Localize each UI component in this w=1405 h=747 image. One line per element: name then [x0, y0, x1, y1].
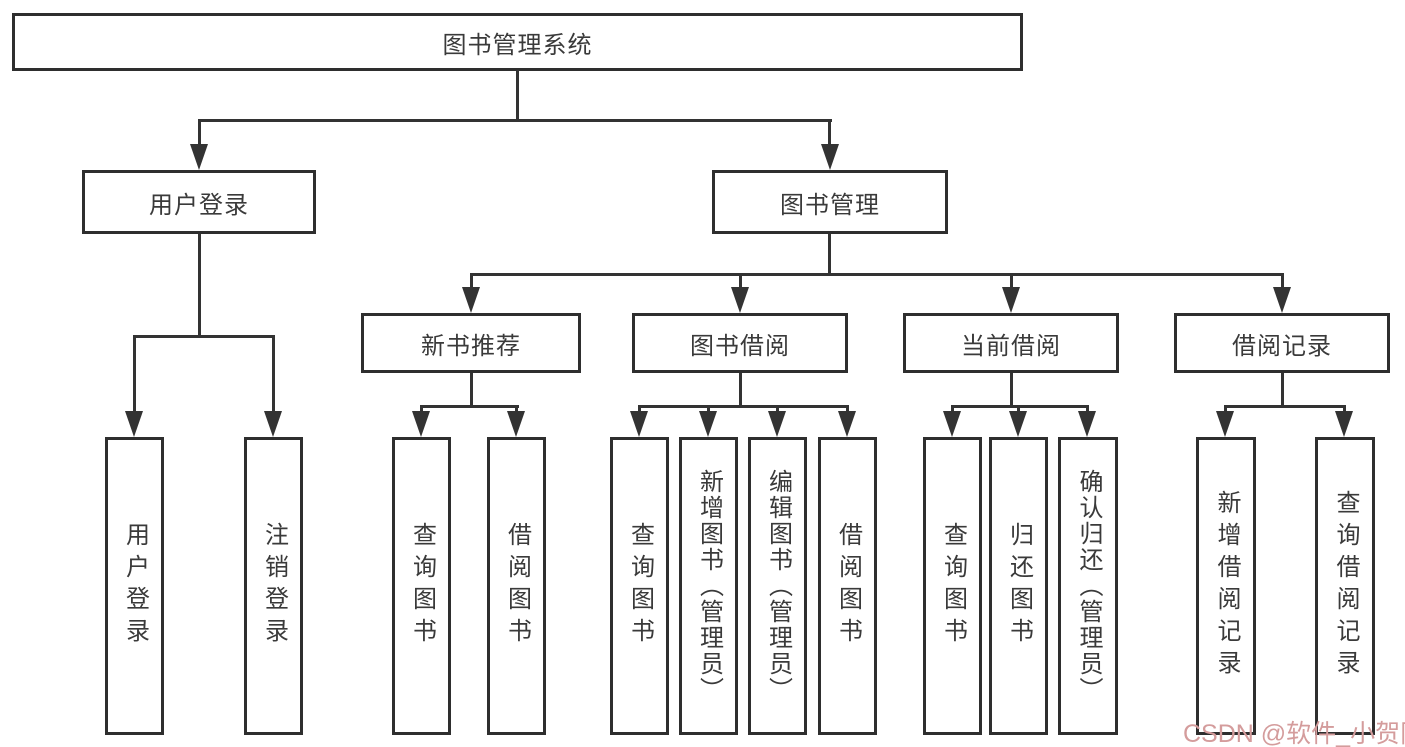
node-current-borrow-label: 当前借阅	[961, 332, 1061, 360]
connector-line	[420, 405, 519, 408]
node-borrow-record-label: 借阅记录	[1232, 332, 1332, 360]
arrow-down-icon	[264, 411, 282, 437]
arrow-down-icon	[1009, 411, 1027, 437]
connector-line	[1224, 405, 1345, 408]
arrow-down-icon	[1216, 411, 1234, 437]
node-root-label: 图书管理系统	[442, 31, 593, 59]
leaf-logout: 注销登录	[244, 437, 303, 735]
leaf-query-books-current-label: 查询图书	[939, 522, 967, 650]
leaf-add-borrow-record-label: 新增借阅记录	[1213, 490, 1240, 682]
node-root: 图书管理系统	[12, 13, 1023, 71]
arrow-down-icon	[1078, 411, 1096, 437]
connector-line	[1010, 373, 1013, 405]
leaf-edit-books-admin: 编辑图书（管理员）	[748, 437, 807, 735]
node-book-management-label: 图书管理	[780, 191, 880, 219]
leaf-query-books-borrow: 查询图书	[610, 437, 669, 735]
connector-line	[133, 335, 275, 338]
arrow-down-icon	[768, 411, 786, 437]
connector-line	[739, 273, 742, 291]
leaf-borrow-books-label: 借阅图书	[834, 522, 862, 650]
connector-line	[198, 119, 832, 122]
connector-line	[739, 373, 742, 405]
leaf-edit-books-admin-label: 编辑图书（管理员）	[764, 469, 792, 703]
arrow-down-icon	[731, 287, 749, 313]
leaf-user-login: 用户登录	[105, 437, 164, 735]
node-book-management: 图书管理	[712, 170, 948, 234]
arrow-down-icon	[821, 144, 839, 170]
connector-line	[515, 405, 518, 415]
arrow-down-icon	[125, 411, 143, 437]
connector-line	[470, 273, 1284, 276]
connector-line	[1086, 405, 1089, 415]
connector-line	[133, 335, 136, 414]
arrow-down-icon	[838, 411, 856, 437]
leaf-borrow-books: 借阅图书	[818, 437, 877, 735]
arrow-down-icon	[1002, 287, 1020, 313]
node-user-login-label: 用户登录	[149, 191, 249, 219]
leaf-query-books-recommend: 查询图书	[392, 437, 451, 735]
leaf-borrow-books-recommend: 借阅图书	[487, 437, 546, 735]
connector-line	[707, 405, 710, 415]
connector-line	[828, 234, 831, 273]
connector-line	[638, 405, 641, 415]
leaf-query-borrow-record: 查询借阅记录	[1315, 437, 1375, 735]
node-borrow-record: 借阅记录	[1174, 313, 1390, 373]
arrow-down-icon	[1273, 287, 1291, 313]
leaf-add-books-admin: 新增图书（管理员）	[679, 437, 738, 735]
leaf-add-books-admin-label: 新增图书（管理员）	[695, 469, 723, 703]
leaf-query-borrow-record-label: 查询借阅记录	[1332, 490, 1359, 682]
connector-line	[198, 234, 201, 335]
leaf-query-books-current: 查询图书	[923, 437, 982, 735]
leaf-return-books: 归还图书	[989, 437, 1048, 735]
arrow-down-icon	[1335, 411, 1353, 437]
leaf-query-books-recommend-label: 查询图书	[408, 522, 436, 650]
leaf-user-login-label: 用户登录	[121, 522, 149, 650]
connector-line	[198, 119, 201, 148]
leaf-confirm-return-admin: 确认归还（管理员）	[1058, 437, 1118, 735]
node-current-borrow: 当前借阅	[903, 313, 1119, 373]
arrow-down-icon	[190, 144, 208, 170]
connector-line	[470, 273, 473, 291]
arrow-down-icon	[462, 287, 480, 313]
arrow-down-icon	[412, 411, 430, 437]
node-new-book-recommend: 新书推荐	[361, 313, 581, 373]
connector-line	[516, 70, 519, 119]
connector-line	[1281, 373, 1284, 405]
connector-line	[272, 335, 275, 414]
connector-line	[1281, 273, 1284, 291]
connector-line	[420, 405, 423, 415]
connector-line	[828, 119, 831, 148]
leaf-return-books-label: 归还图书	[1005, 522, 1033, 650]
arrow-down-icon	[507, 411, 525, 437]
connector-line	[951, 405, 954, 415]
csdn-watermark: CSDN @软件_小贺同学	[1183, 720, 1405, 747]
leaf-query-books-borrow-label: 查询图书	[626, 522, 654, 650]
connector-line	[1224, 405, 1227, 415]
arrow-down-icon	[943, 411, 961, 437]
connector-line	[846, 405, 849, 415]
leaf-add-borrow-record: 新增借阅记录	[1196, 437, 1256, 735]
connector-line	[638, 405, 849, 408]
node-user-login: 用户登录	[82, 170, 316, 234]
connector-line	[1343, 405, 1346, 415]
leaf-logout-label: 注销登录	[260, 522, 288, 650]
node-new-book-recommend-label: 新书推荐	[421, 332, 521, 360]
connector-line	[776, 405, 779, 415]
connector-line	[1010, 273, 1013, 291]
leaf-confirm-return-admin-label: 确认归还（管理员）	[1075, 469, 1102, 703]
arrow-down-icon	[630, 411, 648, 437]
leaf-borrow-books-recommend-label: 借阅图书	[503, 522, 531, 650]
node-book-borrow-label: 图书借阅	[690, 332, 790, 360]
node-book-borrow: 图书借阅	[632, 313, 848, 373]
connector-line	[470, 373, 473, 405]
connector-line	[1017, 405, 1020, 415]
arrow-down-icon	[699, 411, 717, 437]
